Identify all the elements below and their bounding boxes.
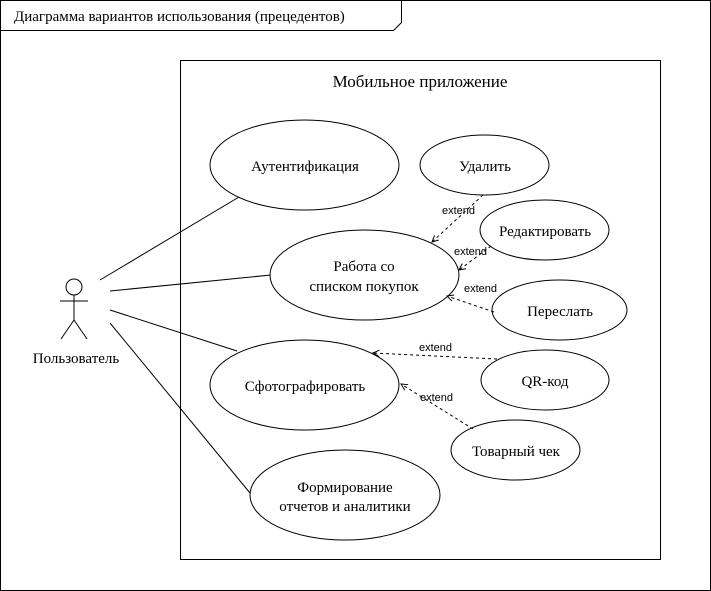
usecase-qr: [480, 349, 610, 411]
extend-arrow-receipt: [401, 384, 474, 430]
association-reports: [109, 322, 251, 494]
usecase-forward-label: Переслать: [527, 304, 593, 320]
usecase-qr-label: QR-код: [521, 374, 568, 390]
usecase-shopping-list-line1: Работа со: [333, 259, 394, 275]
system-title: Мобильное приложение: [333, 72, 508, 91]
usecase-reports-line2: отчетов и аналитики: [279, 499, 410, 515]
association-photo: [109, 309, 238, 352]
usecase-reports: [249, 449, 441, 541]
actor-head: [65, 278, 83, 296]
usecase-receipt-label: Товарный чек: [472, 444, 561, 460]
extend-arrow-delete: [432, 194, 484, 242]
extend-label-qr: extend: [419, 342, 452, 354]
extend-label-forward: extend: [464, 283, 497, 295]
usecase-reports-line1: Формирование: [297, 480, 393, 496]
usecase-auth-label: Аутентификация: [251, 159, 359, 175]
usecase-delete: [419, 134, 550, 196]
usecase-photo-label: Сфотографировать: [245, 379, 366, 395]
actor-right-leg: [73, 319, 88, 340]
frame-title-tab: [0, 0, 402, 31]
association-list: [109, 274, 272, 292]
extend-label-delete: extend: [442, 205, 475, 217]
frame-title: Диаграмма вариантов использования (преце…: [14, 9, 345, 25]
actor-user: [60, 278, 88, 340]
extend-label-receipt: extend: [420, 392, 453, 404]
usecase-edit: [479, 199, 610, 261]
usecase-auth: [209, 119, 400, 211]
usecase-delete-label: Удалить: [459, 159, 511, 175]
actor-label: Пользователь: [33, 351, 120, 367]
usecase-photo: [209, 339, 400, 431]
extend-label-edit: extend: [454, 246, 487, 258]
association-auth: [99, 196, 240, 281]
extend-arrow-edit: [459, 245, 492, 270]
system-boundary: [180, 60, 661, 560]
actor-left-leg: [60, 319, 75, 340]
extend-arrow-qr: [373, 353, 498, 360]
usecase-receipt: [450, 419, 581, 481]
usecase-shopping-list: [269, 229, 460, 321]
usecase-edit-label: Редактировать: [499, 224, 591, 240]
usecase-shopping-list-line2: списком покупок: [309, 279, 419, 295]
usecase-forward: [491, 279, 628, 341]
extend-arrow-forward: [447, 296, 495, 313]
